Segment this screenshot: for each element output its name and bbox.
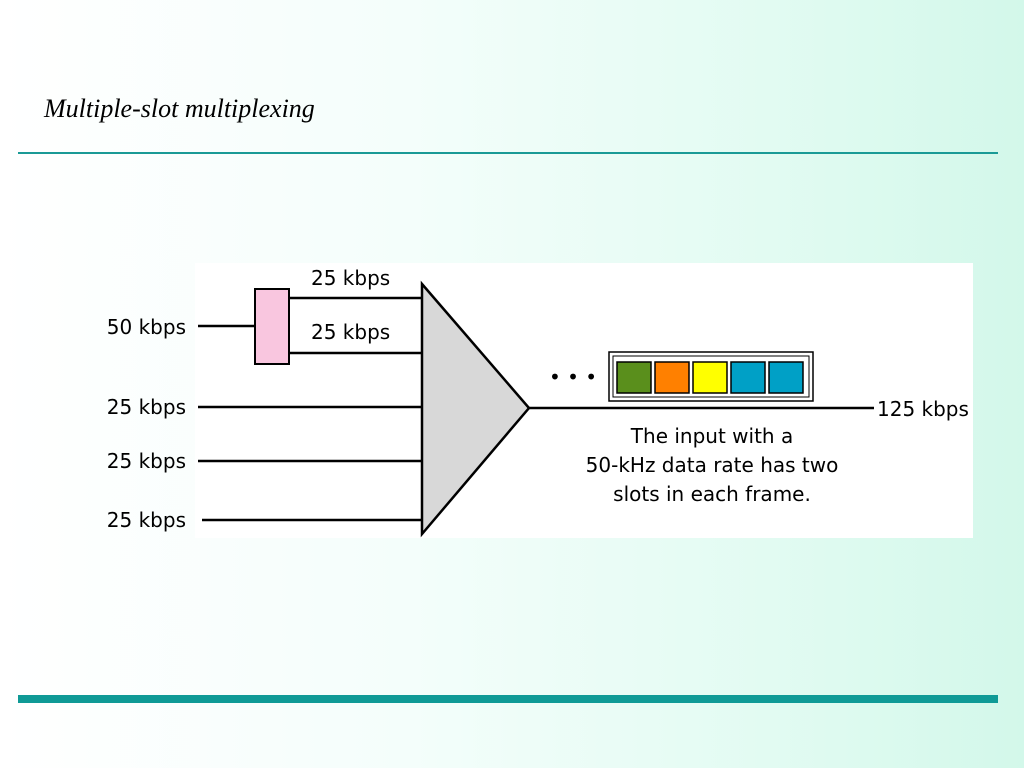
diagram-background — [195, 263, 973, 538]
note-line-2: 50-kHz data rate has two — [586, 453, 839, 477]
splitter-box — [254, 288, 290, 365]
input-label-2: 25 kbps — [107, 395, 186, 419]
output-label: 125 kbps — [877, 397, 969, 421]
input-label-4: 25 kbps — [107, 508, 186, 532]
slide-title: Multiple-slot multiplexing — [44, 94, 315, 123]
frame-slot-4 — [730, 361, 766, 394]
frame-slots — [616, 361, 804, 394]
multiplexer-triangle — [420, 280, 531, 538]
bottom-divider — [18, 695, 998, 703]
input-label-50kbps: 50 kbps — [107, 315, 186, 339]
top-divider — [18, 152, 998, 154]
input-label-3: 25 kbps — [107, 449, 186, 473]
frame-slot-2 — [654, 361, 690, 394]
frame-slot-5 — [768, 361, 804, 394]
ellipsis: • • • — [549, 365, 597, 389]
frame-slot-1 — [616, 361, 652, 394]
frame-slot-3 — [692, 361, 728, 394]
note-line-1: The input with a — [630, 424, 793, 448]
note-line-3: slots in each frame. — [613, 482, 811, 506]
branch-label-upper: 25 kbps — [311, 266, 390, 290]
branch-label-lower: 25 kbps — [311, 320, 390, 344]
frame-inner-border — [612, 355, 810, 398]
